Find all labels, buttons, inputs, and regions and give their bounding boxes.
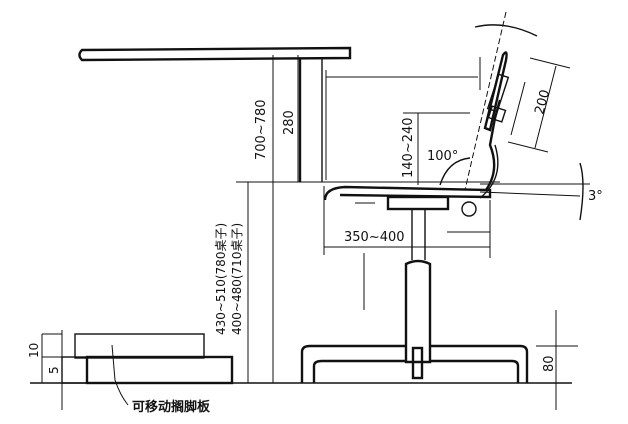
- dim-seat-tilt-label: 3°: [588, 189, 603, 204]
- dim-base-height-label: 80: [542, 355, 557, 372]
- dim-seat-height: 430~510(780桌子) 400~480(710桌子): [214, 182, 249, 383]
- dim-backrest-angle-label: 100°: [427, 149, 458, 164]
- footrest-label: 可移动搁脚板: [132, 399, 211, 415]
- dim-backrest-height: 140~240: [401, 112, 470, 185]
- dim-footrest-base-label: 5: [47, 366, 61, 374]
- chair-backrest: [464, 11, 538, 199]
- dim-desk-to-seat-label: 280: [282, 110, 297, 135]
- footrest: 10 5 可移动搁脚板: [27, 330, 234, 415]
- dim-seat-depth-label: 350~400: [344, 230, 405, 245]
- desk: [78, 46, 352, 182]
- dim-backrest-adjust-label: 200: [532, 88, 553, 116]
- dim-seat-height-1-label: 430~510(780桌子): [214, 223, 228, 335]
- dim-base-height: 80: [536, 310, 578, 410]
- dim-footrest-total-label: 10: [27, 343, 41, 358]
- chair-base: [300, 344, 529, 383]
- chair-seat: [323, 185, 492, 217]
- dim-seat-depth: 350~400: [323, 186, 491, 258]
- dim-desk-height: 700~780: [254, 55, 274, 383]
- dim-desk-to-seat: 280: [236, 55, 500, 183]
- dim-seat-height-2-label: 400~480(710桌子): [230, 223, 244, 335]
- dim-backrest-height-label: 140~240: [401, 117, 416, 178]
- dim-desk-height-label: 700~780: [254, 99, 269, 160]
- dim-seat-tilt: 3°: [479, 162, 603, 221]
- dim-backrest-adjust: 200: [507, 57, 571, 153]
